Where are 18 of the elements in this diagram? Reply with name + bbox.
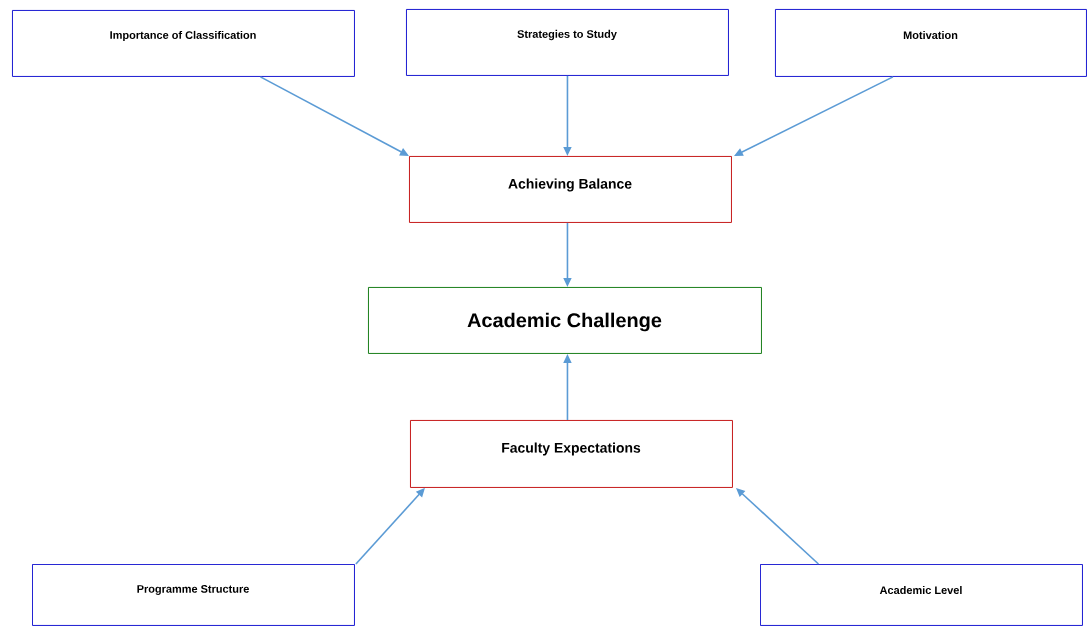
factor-box [409,156,732,223]
box-label: Academic Challenge [467,312,662,332]
box-label: Importance of Classification [110,30,256,42]
topic-box [760,564,1083,626]
box-label: Faculty Expectations [502,442,641,456]
topic-box [12,10,355,77]
topic-box [406,9,729,76]
box-label: Motivation [903,31,958,39]
box-label: Achieving Balance [508,178,632,192]
arrow [259,76,409,156]
box-label: Academic Level [879,585,962,594]
arrow [734,76,894,156]
box-label: Programme Structure [137,585,249,595]
topic-box [775,9,1087,77]
topic-box [32,564,355,626]
box-label: Strategies to Study [517,29,617,41]
central-box [368,287,762,354]
factor-box [410,420,733,488]
